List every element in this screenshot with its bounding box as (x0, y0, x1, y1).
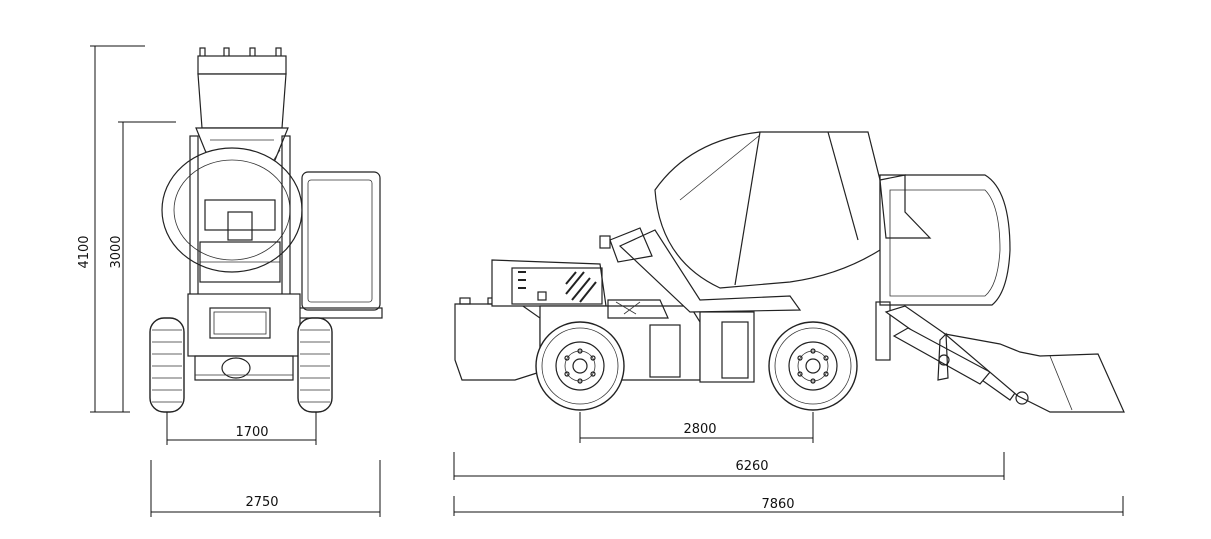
side-mixer-drum (654, 131, 881, 289)
front-left-tire (149, 317, 185, 413)
dim-side-overall-length-label: 7860 (761, 497, 794, 512)
dim-front-overall-width: 2750 (150, 460, 381, 517)
dim-front-track-width-label: 1700 (235, 425, 268, 440)
dim-side-wheelbase-label: 2800 (683, 422, 716, 437)
dim-front-track-width: 1700 (166, 412, 317, 445)
dim-front-overall-width-label: 2750 (245, 495, 278, 510)
side-engine-hood (491, 259, 607, 307)
dim-front-total-height-label: 4100 (77, 235, 92, 268)
front-chassis (187, 293, 301, 357)
front-right-tire (297, 317, 333, 413)
front-drum (161, 147, 303, 273)
dim-front-total-height: 4100 (77, 45, 145, 413)
side-loader-bucket (942, 333, 1125, 413)
front-cab (301, 171, 381, 311)
dim-side-body-length-label: 6260 (735, 459, 768, 474)
front-view (149, 47, 383, 413)
dim-side-wheelbase: 2800 (579, 412, 814, 443)
dim-side-body-length: 6260 (453, 452, 1005, 480)
side-loader-arm (884, 305, 1125, 413)
side-rear-wheel (535, 321, 625, 411)
side-cab (879, 174, 1011, 306)
dim-front-body-height: 3000 (109, 121, 176, 412)
side-front-wheel (768, 321, 858, 411)
side-view (454, 131, 1125, 413)
dim-side-overall-length: 7860 (453, 496, 1124, 516)
dim-front-body-height-label: 3000 (109, 235, 124, 268)
side-rear-counterweight (454, 303, 541, 381)
